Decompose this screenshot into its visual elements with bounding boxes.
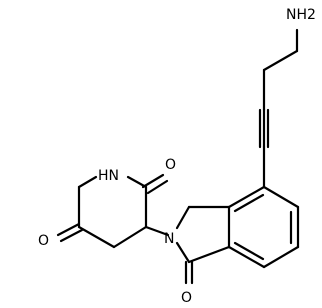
glut-bond-4: [77, 175, 98, 189]
bond-ch2-ch2: [262, 49, 299, 72]
benzene-bond-3: [262, 245, 300, 269]
glut-bond-2: [77, 225, 116, 249]
atom-label-n: N: [164, 231, 174, 247]
atom-label-nh: HN: [98, 168, 119, 184]
glut-bond-1: [112, 225, 148, 249]
benzene-bond-4-inner: [233, 241, 265, 261]
benzene-bond-1: [262, 185, 300, 209]
carbonyl-left-b: [59, 228, 84, 243]
atom-label-o-left: O: [38, 233, 49, 249]
atom-label-o-top: O: [165, 157, 176, 173]
bond-carbonyl-aryl: [187, 245, 231, 264]
benzene-bond-6-inner: [233, 193, 265, 213]
benzene-bond-6: [227, 185, 266, 209]
bond-n-carbonyl: [175, 241, 191, 264]
atom-label-o-bottom: O: [181, 290, 192, 306]
bond-ch2-n: [175, 205, 191, 230]
atom-label-nh2: NH2: [286, 7, 316, 23]
carbonyl-top-b: [146, 179, 169, 195]
bond-n-ch: [144, 225, 170, 237]
glut-bond-5: [126, 175, 148, 189]
carbonyl-left-a: [56, 222, 81, 237]
carbonyl-top-a: [141, 173, 165, 189]
benzene-bond-4: [227, 245, 266, 269]
